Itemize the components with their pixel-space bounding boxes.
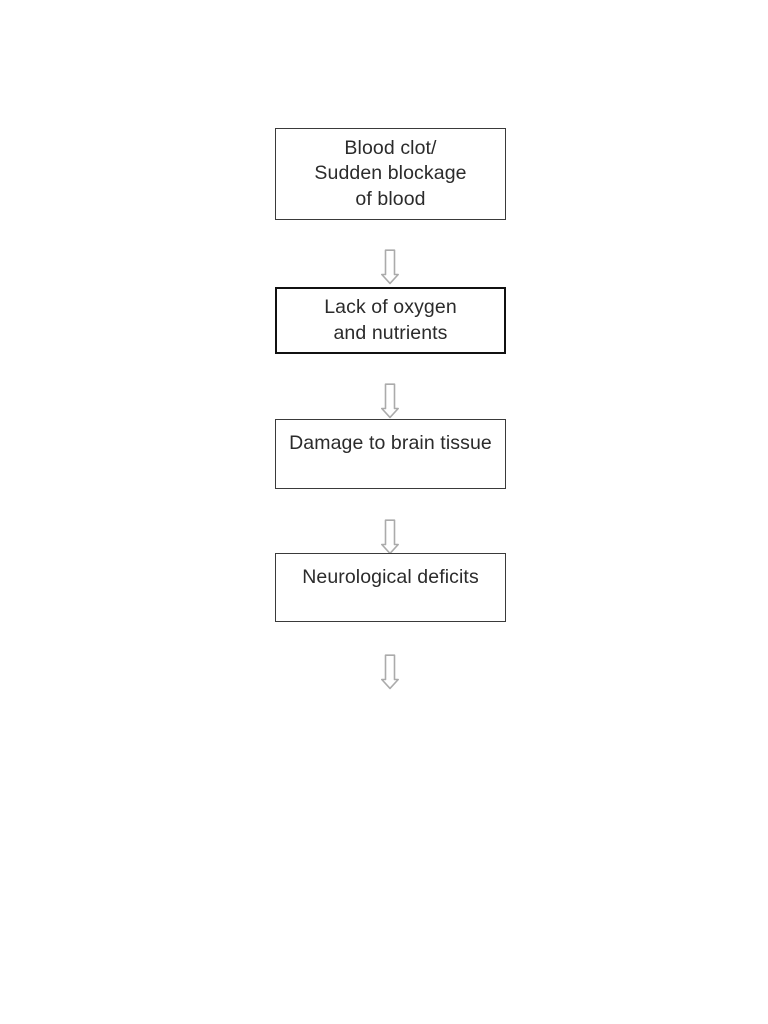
flowchart-node-label: Neurological deficits — [302, 566, 479, 588]
flowchart-node-label: Damage to brain tissue — [289, 432, 492, 454]
flowchart-node-lack-of-oxygen: Lack of oxygen and nutrients — [275, 287, 506, 354]
flowchart-node-damage-to-brain-tissue: Damage to brain tissue — [275, 419, 506, 489]
arrow-down-icon — [375, 654, 405, 690]
flowchart-node-neurological-deficits: Neurological deficits — [275, 553, 506, 622]
arrow-down-icon — [375, 383, 405, 419]
flowchart-node-label: Lack of oxygen and nutrients — [324, 296, 457, 344]
arrow-down-icon — [375, 249, 405, 285]
flowchart-node-blood-clot: Blood clot/ Sudden blockage of blood — [275, 128, 506, 220]
arrow-down-icon — [375, 519, 405, 555]
flowchart-node-label: Blood clot/ Sudden blockage of blood — [314, 136, 467, 210]
